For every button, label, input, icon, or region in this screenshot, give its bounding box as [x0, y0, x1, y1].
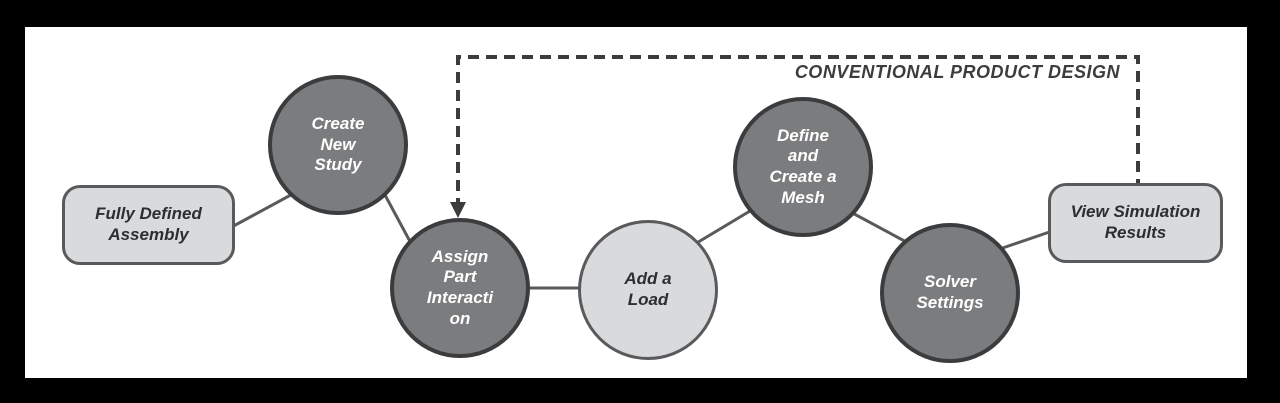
node-label: Solver Settings	[916, 272, 984, 312]
connector-load-to-mesh	[689, 203, 761, 249]
connector-assembly-to-study	[227, 188, 301, 231]
connector-mesh-to-solver	[844, 207, 911, 246]
node-label: View Simulation Results	[1070, 202, 1201, 242]
node-view-simulation-results: View Simulation Results	[1048, 183, 1223, 263]
feedback-dashed-line	[456, 55, 1140, 202]
node-label: Assign Part Interacti on	[426, 246, 494, 328]
node-create-new-study: Create New Study	[268, 75, 408, 215]
node-define-and-create-a-mesh: Define and Create a Mesh	[733, 97, 873, 237]
node-label: Fully Defined Assembly	[95, 204, 202, 244]
node-assign-part-interaction: Assign Part Interacti on	[390, 218, 530, 358]
conventional-product-design-label: CONVENTIONAL PRODUCT DESIGN	[794, 62, 1120, 82]
feedback-arrowhead-icon	[450, 202, 466, 218]
node-label: Define and Create a Mesh	[769, 125, 837, 207]
node-label: Add a Load	[624, 269, 672, 309]
node-label: Create New Study	[311, 113, 365, 175]
node-add-a-load: Add a Load	[578, 220, 718, 360]
node-solver-settings: Solver Settings	[880, 223, 1020, 363]
node-fully-defined-assembly: Fully Defined Assembly	[62, 185, 235, 265]
